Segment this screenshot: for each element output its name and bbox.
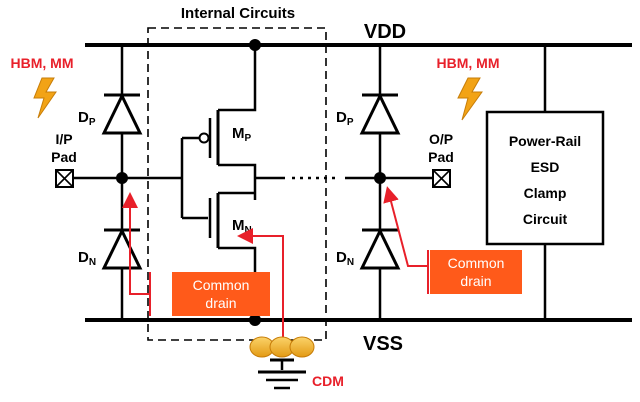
ip-pad-line2: Pad bbox=[51, 149, 77, 165]
vss-node bbox=[249, 314, 261, 326]
clamp-line2: ESD bbox=[531, 159, 560, 175]
input-node bbox=[116, 172, 128, 184]
left-dp-label: DP bbox=[78, 109, 96, 128]
common-drain-left-arrow bbox=[122, 192, 150, 295]
common-drain-left-box bbox=[172, 272, 270, 316]
right-dp-label: DP bbox=[336, 109, 354, 128]
clamp-line1: Power-Rail bbox=[509, 133, 581, 149]
lightning-left-icon bbox=[33, 77, 57, 119]
vdd-node bbox=[249, 39, 261, 51]
op-pad-line2: Pad bbox=[428, 149, 454, 165]
internal-circuits-title: Internal Circuits bbox=[181, 5, 295, 22]
ground-symbol bbox=[258, 358, 306, 390]
left-dn-label: DN bbox=[78, 249, 96, 268]
op-pad-icon bbox=[432, 169, 451, 188]
hbm-right-label: HBM, MM bbox=[437, 55, 500, 71]
vss-label: VSS bbox=[363, 333, 403, 355]
right-top-diode bbox=[359, 92, 401, 135]
vdd-label: VDD bbox=[364, 21, 406, 43]
pmos-transistor bbox=[208, 45, 257, 200]
common-drain-right-line2: drain bbox=[460, 273, 491, 289]
common-drain-right-arrow bbox=[383, 186, 428, 267]
right-bottom-diode bbox=[359, 227, 401, 270]
clamp-circuit-box bbox=[485, 110, 605, 246]
clamp-line4: Circuit bbox=[523, 211, 568, 227]
op-pad-line1: O/P bbox=[429, 131, 453, 147]
hbm-left-label: HBM, MM bbox=[11, 55, 74, 71]
charge-balls-icon bbox=[249, 336, 315, 358]
mp-label: MP bbox=[232, 125, 252, 144]
cdm-arrow bbox=[237, 228, 284, 345]
internal-circuits-box bbox=[147, 27, 327, 341]
common-drain-right-line1: Common bbox=[448, 255, 505, 271]
right-dn-label: DN bbox=[336, 249, 354, 268]
clamp-line3: Clamp bbox=[524, 185, 567, 201]
ip-pad-icon bbox=[55, 169, 74, 188]
ip-pad-line1: I/P bbox=[55, 131, 72, 147]
common-drain-right-box bbox=[430, 250, 522, 294]
left-top-diode bbox=[101, 92, 143, 135]
common-drain-left-line2: drain bbox=[205, 295, 236, 311]
output-node bbox=[374, 172, 386, 184]
cdm-label: CDM bbox=[312, 373, 344, 389]
pmos-bubble bbox=[198, 132, 210, 144]
lightning-right-icon bbox=[457, 77, 483, 121]
mn-label: MN bbox=[232, 217, 252, 236]
left-bottom-diode bbox=[101, 227, 143, 270]
common-drain-left-line1: Common bbox=[193, 277, 250, 293]
